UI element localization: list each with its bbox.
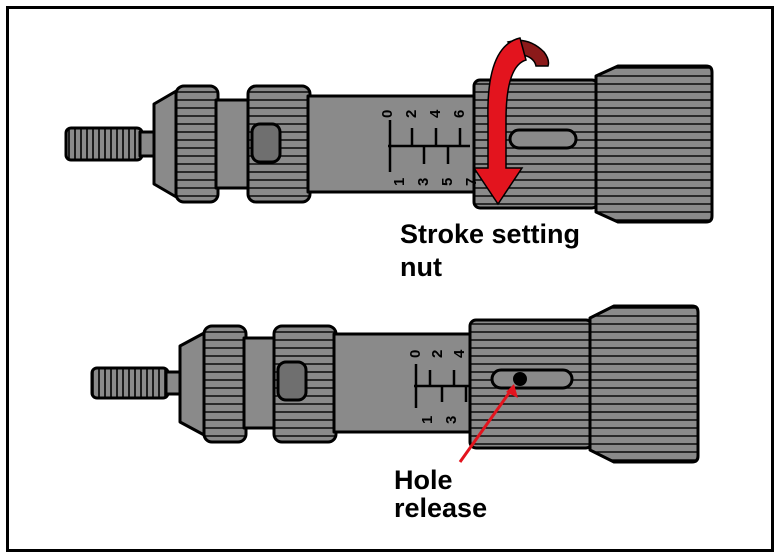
- bottom-scale-lower-0: 1: [419, 416, 436, 424]
- stroke-setting-label-line1: Stroke setting: [400, 219, 581, 249]
- stroke-setting-label-line2: nut: [400, 252, 442, 282]
- bottom-cone: [178, 330, 208, 438]
- top-neck: [214, 98, 252, 190]
- bottom-scale-upper-1: 2: [429, 350, 446, 358]
- top-cap: [594, 64, 714, 224]
- bottom-lock-nut: [202, 324, 248, 444]
- bottom-scale-upper-0: 0: [407, 350, 424, 358]
- bottom-cap: [588, 304, 700, 464]
- top-scale-upper-1: 2: [403, 110, 420, 118]
- bottom-clamp-screw: [276, 360, 308, 402]
- top-scale-numbers: 0 2 4 6 1 3 5 7: [379, 109, 480, 186]
- bottom-spindle-thread: [90, 366, 170, 400]
- bottom-scale-numbers: 0 2 4 1 3: [407, 349, 468, 424]
- bottom-micrometer: [90, 304, 700, 464]
- red-leader-line-icon: [458, 384, 518, 463]
- top-lock-nut: [174, 84, 220, 204]
- top-scale-lower-3: 7: [463, 178, 480, 186]
- top-clamp-screw: [250, 122, 282, 164]
- bottom-scale-lower-1: 3: [443, 416, 460, 424]
- top-micrometer: [64, 64, 714, 224]
- top-scale-lower-2: 5: [439, 178, 456, 186]
- diagram-frame: [6, 6, 774, 552]
- top-scale-upper-3: 6: [451, 110, 468, 118]
- release-hole: [513, 372, 527, 386]
- top-scale-upper-2: 4: [427, 109, 444, 118]
- hole-release-label-line2: release: [394, 493, 488, 523]
- top-cone: [152, 88, 180, 200]
- curved-arrow-down-icon: [472, 37, 550, 206]
- top-spindle-thread: [64, 126, 144, 162]
- bottom-slot: [490, 368, 574, 390]
- bottom-scale-upper-2: 4: [451, 349, 468, 358]
- top-scale-lower-1: 3: [415, 178, 432, 186]
- bottom-neck: [242, 336, 278, 430]
- hole-release-label-line1: Hole: [394, 465, 453, 495]
- top-scale-upper-0: 0: [379, 110, 396, 118]
- top-slot: [508, 128, 578, 150]
- top-scale-lower-0: 1: [391, 178, 408, 186]
- bottom-sleeve: [332, 332, 476, 434]
- top-sleeve: [306, 94, 480, 194]
